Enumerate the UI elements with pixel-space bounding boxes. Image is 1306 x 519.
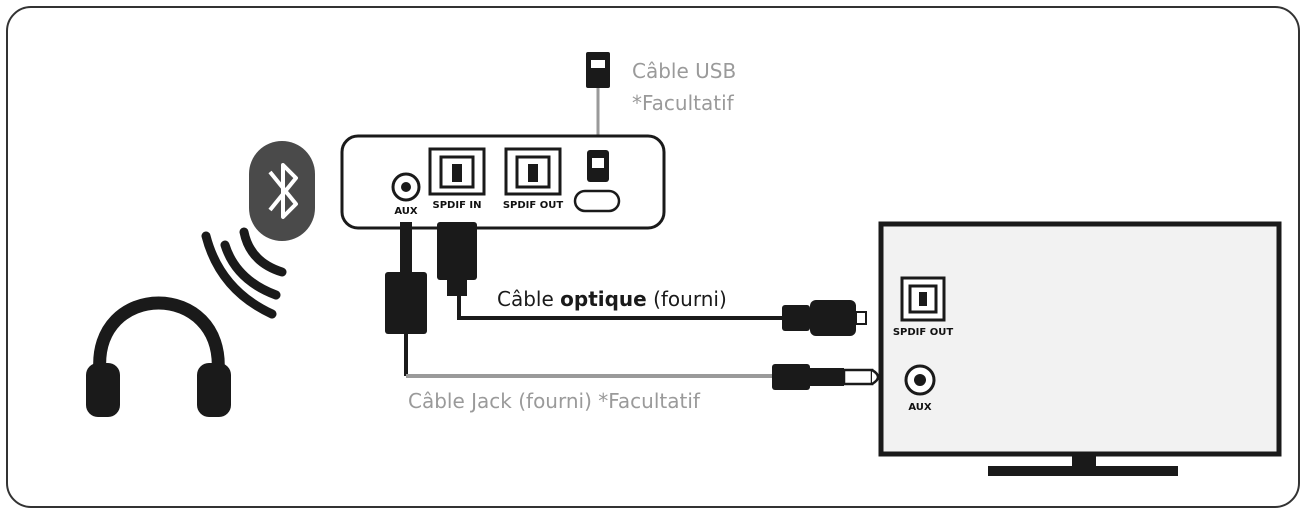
aux-port: [391, 172, 421, 202]
usb-optional-label: *Facultatif: [632, 91, 735, 115]
spdif-out-label: SPDIF OUT: [503, 200, 563, 211]
usb-port: [573, 150, 621, 213]
optical-cable-label-suffix: (fourni): [647, 287, 727, 311]
tv-spdif-out-label: SPDIF OUT: [893, 327, 953, 338]
tv-spdif-out-port: [900, 276, 946, 322]
jack-cable-label: Câble Jack (fourni) *Facultatif: [408, 389, 701, 413]
usb-plug-icon: [586, 52, 610, 140]
transmitter-device: AUX SPDIF IN SPDIF OUT: [340, 134, 666, 230]
optical-cable-label-prefix: Câble: [497, 287, 560, 311]
optical-cable: [437, 222, 867, 336]
tv-aux-label: AUX: [908, 402, 932, 413]
wireless-waves-icon: [201, 227, 287, 319]
jack-cable: [385, 222, 880, 390]
usb-cable-label: Câble USB: [632, 59, 736, 83]
optical-cable-label: Câble optique (fourni): [497, 287, 727, 311]
tv-icon: SPDIF OUT AUX: [878, 221, 1282, 476]
spdif-out-port: [504, 147, 562, 196]
headphones-icon: [86, 296, 231, 417]
bluetooth-icon: [249, 141, 315, 241]
spdif-in-port: [428, 147, 486, 196]
spdif-in-label: SPDIF IN: [433, 200, 482, 211]
tv-aux-port: [904, 364, 936, 396]
optical-cable-label-bold: optique: [560, 287, 647, 311]
aux-port-label: AUX: [394, 206, 418, 217]
